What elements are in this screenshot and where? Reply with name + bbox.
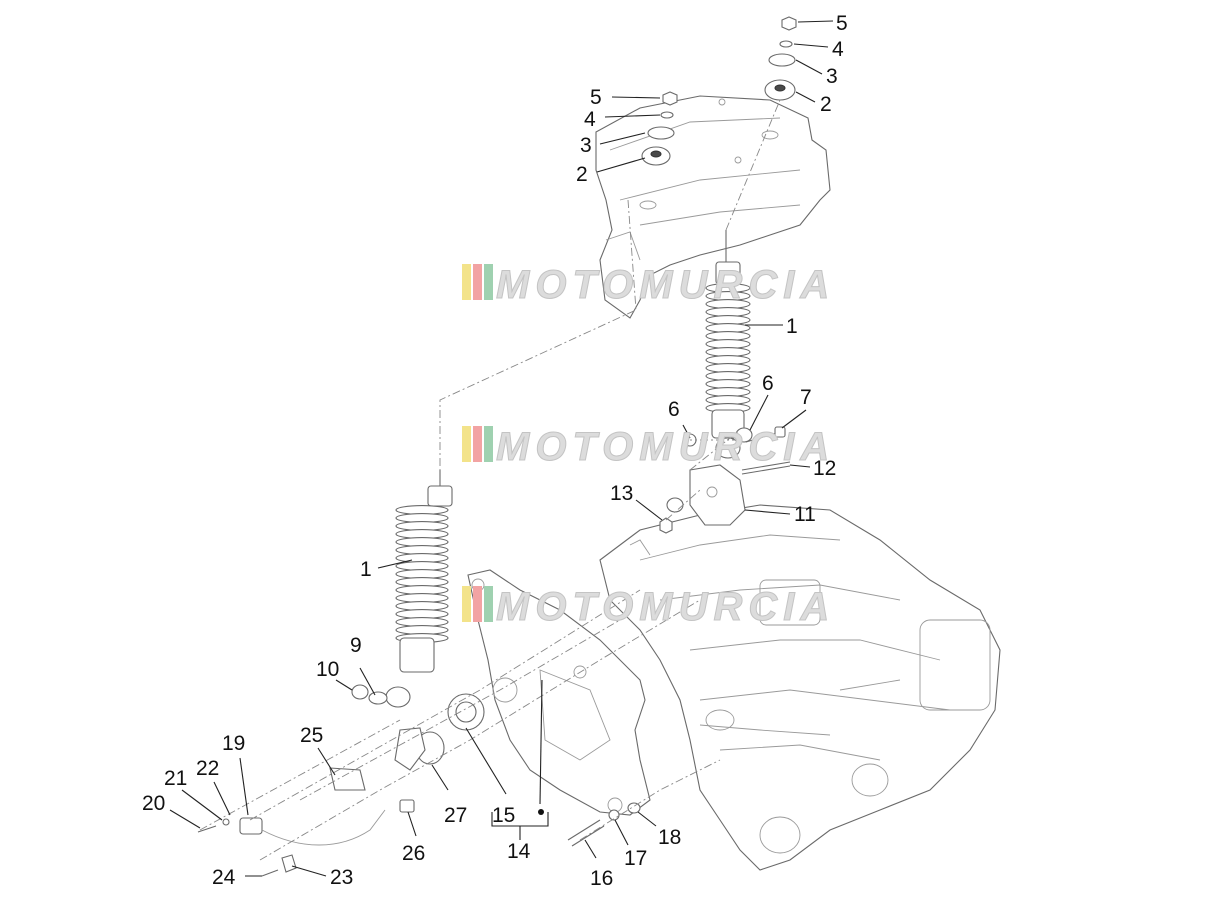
callout-14: 14 (507, 840, 531, 863)
callout-11: 11 (794, 503, 816, 526)
callout-24: 24 (212, 866, 236, 889)
watermark-text: MOTOMURCIA (496, 585, 835, 629)
callout-4: 4 (584, 108, 596, 131)
callout-3: 3 (580, 134, 592, 157)
callout-25: 25 (300, 724, 323, 747)
callout-6: 6 (668, 398, 680, 421)
callout-22: 22 (196, 757, 219, 780)
leader-lines (169, 20, 834, 877)
swing-arm-bracket (467, 569, 651, 816)
callout-27: 27 (444, 804, 467, 827)
callout-4: 4 (832, 38, 844, 61)
callout-10: 10 (316, 658, 339, 681)
callout-2: 2 (820, 93, 832, 116)
callout-16: 16 (590, 867, 613, 890)
watermark-text: MOTOMURCIA (496, 425, 835, 469)
lower-mount-hardware (197, 426, 791, 877)
callout-1: 1 (360, 558, 372, 581)
watermark-top: MOTOMURCIA (462, 263, 835, 308)
watermark-text: MOTOMURCIA (496, 263, 835, 307)
callout-15: 15 (492, 804, 515, 827)
callout-6: 6 (762, 372, 774, 395)
callout-20: 20 (142, 792, 165, 815)
callout-7: 7 (800, 386, 812, 409)
callout-5: 5 (590, 86, 602, 109)
top-mount-hardware (641, 16, 797, 166)
callout-17: 17 (624, 847, 647, 870)
callout-26: 26 (402, 842, 425, 865)
callout-13: 13 (610, 482, 633, 505)
callout-19: 19 (222, 732, 245, 755)
callout-12: 12 (813, 457, 836, 480)
watermark-bottom: MOTOMURCIA (462, 585, 835, 630)
callout-3: 3 (826, 65, 838, 88)
watermark-middle: MOTOMURCIA (462, 425, 835, 470)
callout-9: 9 (350, 634, 362, 657)
assembly-lines (199, 99, 781, 861)
callout-23: 23 (330, 866, 353, 889)
callout-18: 18 (658, 826, 681, 849)
callout-1: 1 (786, 315, 798, 338)
shock-absorber-left (385, 470, 453, 708)
engine-assembly (599, 504, 1001, 871)
callout-5: 5 (836, 12, 848, 35)
callout-labels: 5 4 3 2 5 4 3 2 1 6 6 7 12 13 11 1 9 10 … (142, 12, 848, 890)
callout-2: 2 (576, 163, 588, 186)
callout-21: 21 (164, 767, 187, 790)
shock-absorber-right (705, 230, 751, 459)
